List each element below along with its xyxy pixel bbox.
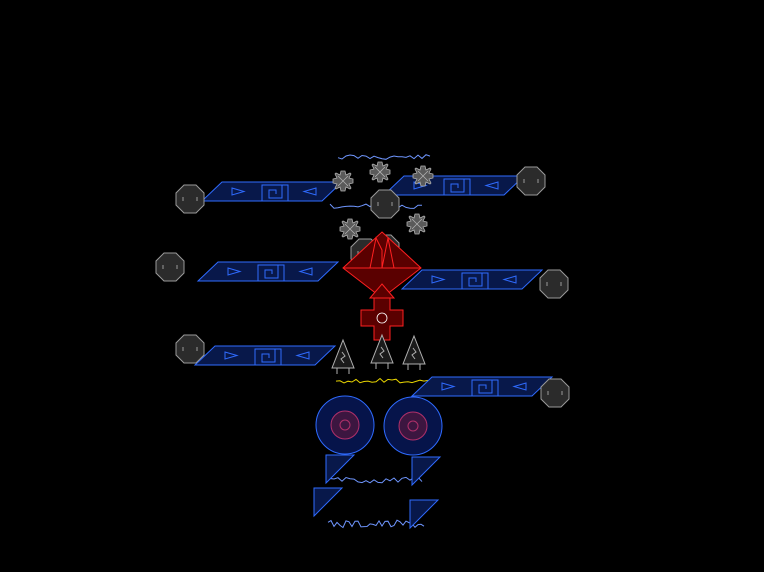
gear-icon (339, 218, 361, 240)
platform (197, 261, 339, 282)
cone-tree-icon (402, 335, 426, 371)
triangle-ramps (313, 454, 442, 530)
wheels (315, 395, 443, 456)
wheel-icon (315, 395, 375, 455)
zigzag-line (337, 154, 431, 160)
gear-icon (406, 213, 428, 235)
gear-icon (412, 165, 434, 187)
platform (201, 181, 343, 202)
octagon-rock-icon (175, 184, 205, 214)
zigzag-line (329, 476, 423, 484)
platform (194, 345, 336, 366)
octagon-rock-icon (370, 189, 400, 219)
gear-icon (369, 161, 391, 183)
player-ship (342, 231, 422, 341)
octagon-rock-icon (540, 378, 570, 408)
wheel-icon (383, 396, 443, 456)
triangle-ramp-icon (411, 456, 442, 487)
cone-tree-icon (331, 339, 355, 375)
triangle-ramp-icon (313, 487, 344, 518)
platform (401, 269, 543, 290)
triangle-ramp-icon (409, 499, 440, 530)
zigzag-line (335, 377, 429, 384)
triangle-ramp-icon (325, 454, 356, 485)
zigzag-lines (327, 154, 431, 529)
octagon-rock-icon (539, 269, 569, 299)
player-ship (342, 231, 422, 341)
octagon-rock-icon (175, 334, 205, 364)
gear-icon (332, 170, 354, 192)
octagon-rock-icon (155, 252, 185, 282)
zigzag-line (327, 519, 425, 529)
platform (411, 376, 553, 397)
cone-trees (331, 334, 426, 375)
platform (383, 175, 525, 196)
octagon-rock-icon (516, 166, 546, 196)
